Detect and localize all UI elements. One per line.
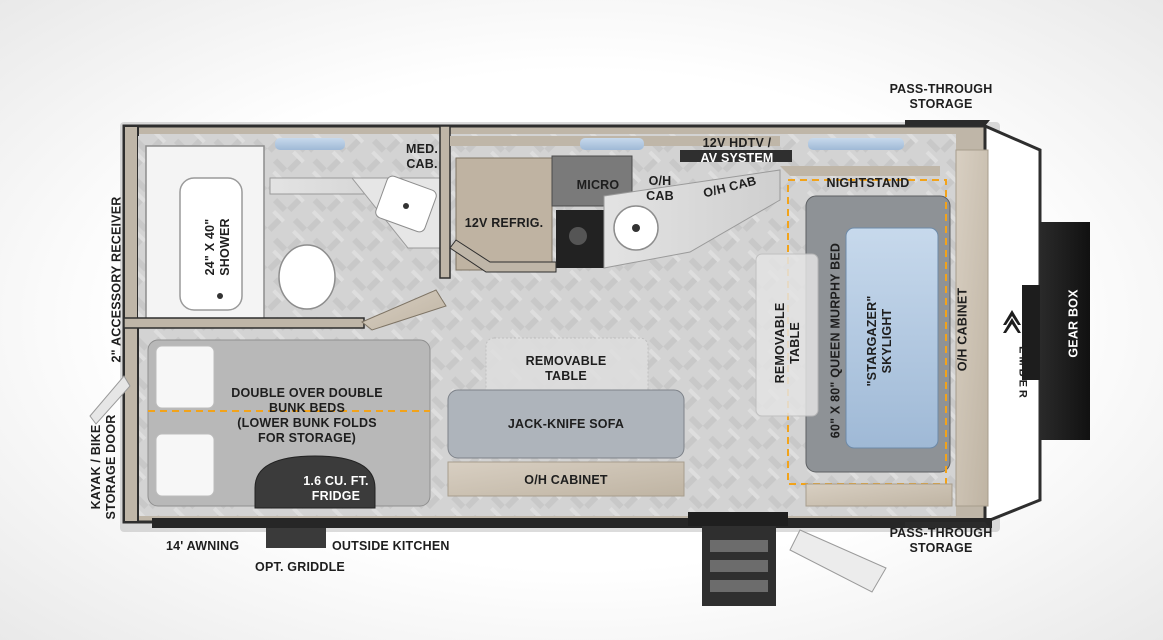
nightstand-bottom <box>805 483 953 507</box>
ember-logo-text: EMBER <box>1016 346 1029 401</box>
label-micro: MICRO <box>576 178 620 192</box>
label-opt-griddle: OPT. GRIDDLE <box>255 560 345 574</box>
label-awning: 14' AWNING <box>166 539 240 553</box>
label-outside-kitchen: OUTSIDE KITCHEN <box>332 539 450 553</box>
bath-wall-right <box>439 125 451 279</box>
label-accessory-receiver: 2" ACCESSORY RECEIVER <box>109 196 124 363</box>
sink-drain-icon <box>403 203 409 209</box>
bunk-pillow-upper <box>155 345 215 409</box>
entry-door-sill <box>688 512 788 526</box>
gear-box <box>1040 222 1090 440</box>
label-hdtv: 12V HDTV /AV SYSTEM <box>700 136 774 165</box>
bedroom-top-wall <box>780 166 940 176</box>
shower-drain-icon <box>217 293 223 299</box>
kayak-storage-door <box>89 375 131 425</box>
label-shower: 24" X 40"SHOWER <box>203 218 232 276</box>
kitchen-drain-icon <box>632 224 640 232</box>
kitchen-window <box>580 138 644 150</box>
tongue-plate <box>1022 285 1040 380</box>
bath-door <box>361 289 447 331</box>
label-oh-cabinet-right: O/H CABINET <box>955 287 970 372</box>
tv-av-system <box>680 150 792 162</box>
bedroom-window <box>808 138 904 150</box>
burner-icon <box>569 227 587 245</box>
microwave <box>551 155 633 207</box>
removable-table-center <box>485 337 649 399</box>
toilet-icon <box>278 244 336 310</box>
entry-steps <box>702 526 776 606</box>
label-12v-refrig: 12V REFRIG. <box>464 216 544 230</box>
bath-wall-bottom <box>123 317 365 329</box>
removable-table-side <box>755 253 819 417</box>
label-murphy-bed: 60" X 80" QUEEN MURPHY BED <box>828 242 843 439</box>
label-med-cab: MED.CAB. <box>405 142 439 171</box>
bath-window <box>275 138 345 150</box>
awning-rail <box>152 518 992 528</box>
pass-through-top-strip <box>905 120 990 126</box>
label-skylight: "STARGAZER"SKYLIGHT <box>865 295 894 387</box>
shower-basin <box>179 177 243 311</box>
oh-cabinet-right <box>955 149 989 507</box>
mini-fridge <box>254 455 376 509</box>
label-nightstand: NIGHTSTAND <box>826 176 910 190</box>
kitchen-wall-lower <box>449 239 557 273</box>
label-gear-box: GEAR BOX <box>1066 289 1081 358</box>
ember-logo-mark <box>1003 310 1021 333</box>
outside-kitchen-panel <box>266 528 326 548</box>
label-oh-cabinet-bottom: O/H CABINET <box>524 473 608 487</box>
label-mini-fridge: 1.6 CU. FT.FRIDGE <box>303 474 369 503</box>
oh-cabinet-bottom <box>447 461 685 497</box>
entry-door-open <box>789 529 887 593</box>
bunk-pillow-lower <box>155 433 215 497</box>
label-jackknife-sofa: JACK-KNIFE SOFA <box>507 417 625 431</box>
jackknife-sofa <box>447 389 685 459</box>
pass-through-bottom-strip <box>905 522 990 528</box>
stargazer-skylight <box>845 227 939 449</box>
